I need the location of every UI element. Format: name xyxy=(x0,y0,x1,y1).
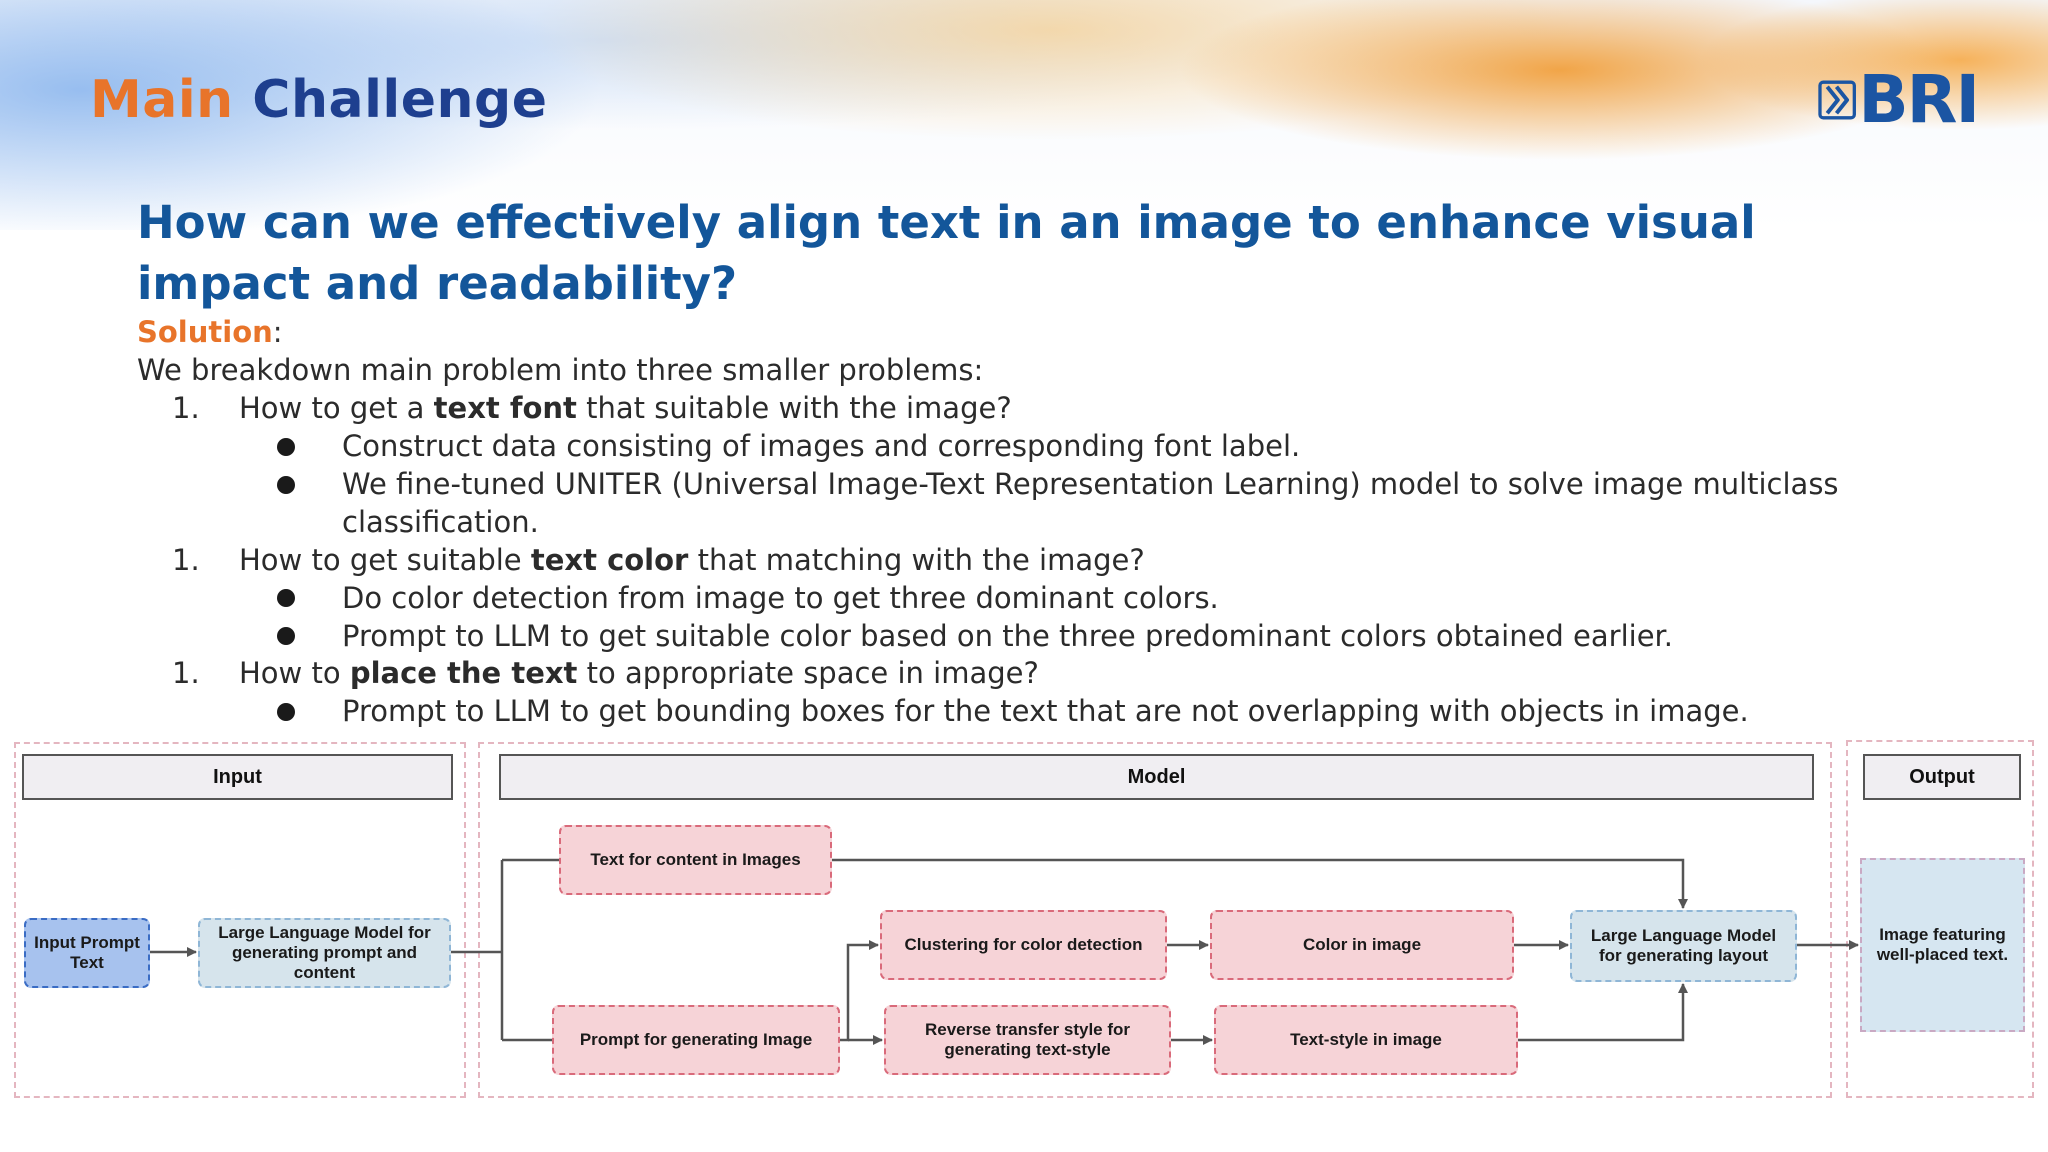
item-2-prefix: How to get suitable xyxy=(239,543,531,577)
slide-title: Main Challenge xyxy=(90,70,548,130)
item-1-bullet-2-cont: classification. xyxy=(342,505,539,539)
item-3-heading: How to place the text to appropriate spa… xyxy=(239,654,1039,692)
item-2-heading: How to get suitable text color that matc… xyxy=(239,541,1145,579)
item-1-bullet-2: We fine-tuned UNITER (Universal Image-Te… xyxy=(342,467,1839,501)
item-2-bullet-1: Do color detection from image to get thr… xyxy=(342,581,1219,615)
model-region xyxy=(478,742,1832,1098)
slide-title-main: Main xyxy=(90,70,234,130)
bullet-icon xyxy=(277,589,295,607)
section-header-model: Model xyxy=(499,754,1814,800)
node-llm-layout: Large Language Model for generating layo… xyxy=(1570,910,1797,982)
item-1-prefix: How to get a xyxy=(239,391,434,425)
node-prompt-image: Prompt for generating Image xyxy=(552,1005,840,1075)
node-llm-prompt-content: Large Language Model for generating prom… xyxy=(198,918,451,988)
bullet-icon xyxy=(277,703,295,721)
output-region xyxy=(1846,740,2034,1098)
solution-heading: Solution: xyxy=(137,313,283,351)
section-header-output: Output xyxy=(1863,754,2021,800)
arrow-textstyle-to-layout xyxy=(1518,983,1688,1042)
node-text-content: Text for content in Images xyxy=(559,825,832,895)
solution-label: Solution xyxy=(137,315,273,349)
item-3-bullet-1: Prompt to LLM to get bounding boxes for … xyxy=(342,694,1749,728)
section-header-input: Input xyxy=(22,754,453,800)
bullet-icon xyxy=(277,476,295,494)
item-2-suffix: that matching with the image? xyxy=(688,543,1145,577)
solution-intro: We breakdown main problem into three sma… xyxy=(137,353,984,387)
item-2-bold: text color xyxy=(530,543,689,577)
item-number: 1. xyxy=(172,391,200,425)
node-text-style: Text-style in image xyxy=(1214,1005,1518,1075)
input-region xyxy=(14,742,466,1098)
header-background xyxy=(0,0,2048,230)
item-3-prefix: How to xyxy=(239,656,350,690)
node-clustering: Clustering for color detection xyxy=(880,910,1167,980)
node-output-image: Image featuring well-placed text. xyxy=(1860,858,2025,1032)
arrow-prompt-to-clustering xyxy=(840,940,879,1042)
item-number: 1. xyxy=(172,656,200,690)
item-3-bold: place the text xyxy=(349,656,578,690)
item-1-bullet-1: Construct data consisting of images and … xyxy=(342,429,1301,463)
item-1-heading: How to get a text font that suitable wit… xyxy=(239,389,1012,427)
bri-logo-mark-icon xyxy=(1818,80,1856,120)
bullet-icon xyxy=(277,438,295,456)
node-input-prompt-text: Input Prompt Text xyxy=(24,918,150,988)
node-reverse-style: Reverse transfer style for generating te… xyxy=(884,1005,1171,1075)
bri-logo: BRI xyxy=(1818,61,1980,138)
item-3-suffix: to appropriate space in image? xyxy=(577,656,1039,690)
main-question: How can we effectively align text in an … xyxy=(137,196,1756,310)
slide-title-challenge: Challenge xyxy=(252,70,548,130)
item-1-suffix: that suitable with the image? xyxy=(576,391,1012,425)
bri-logo-text: BRI xyxy=(1858,61,1980,138)
solution-colon: : xyxy=(272,315,283,349)
node-color-in-image: Color in image xyxy=(1210,910,1514,980)
item-number: 1. xyxy=(172,543,200,577)
arrow-text-to-layout xyxy=(832,858,1688,909)
item-1-bold: text font xyxy=(433,391,577,425)
bullet-icon xyxy=(277,627,295,645)
item-2-bullet-2: Prompt to LLM to get suitable color base… xyxy=(342,619,1674,653)
